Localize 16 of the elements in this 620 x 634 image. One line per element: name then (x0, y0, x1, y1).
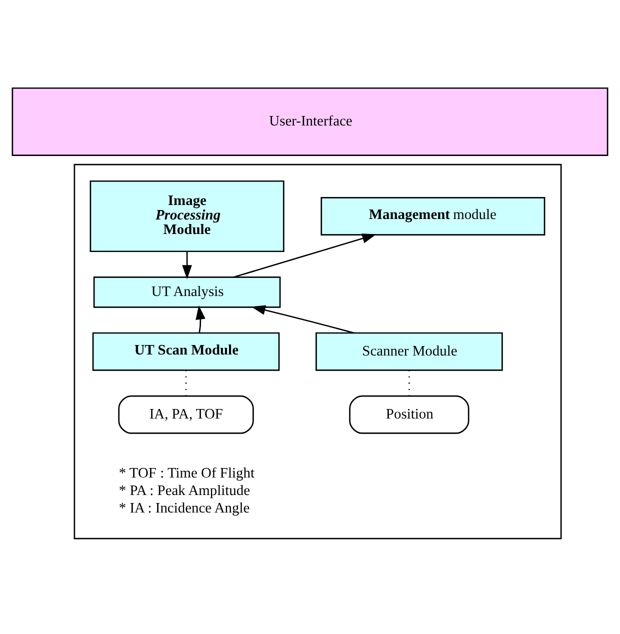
node-box: IA, PA, TOF (118, 394, 254, 434)
node-box: Management module (320, 196, 546, 236)
label: * IA : Incidence Angle (118, 500, 250, 516)
label: * TOF : Time Of Flight (118, 464, 254, 481)
label: * PA : Peak Amplitude (118, 482, 250, 498)
node-box: Position (349, 394, 470, 434)
node-box: User-Interface (12, 86, 608, 156)
node-box: Image Processing Module (90, 180, 284, 252)
arrow (234, 233, 376, 278)
node-box: UT Scan Module (92, 332, 280, 370)
arrow (196, 304, 206, 332)
arrow (182, 251, 192, 279)
node-box: UT Analysis (93, 276, 281, 308)
node-box: Scanner Module (316, 332, 503, 370)
arrow (251, 304, 354, 334)
cluster (74, 163, 562, 539)
